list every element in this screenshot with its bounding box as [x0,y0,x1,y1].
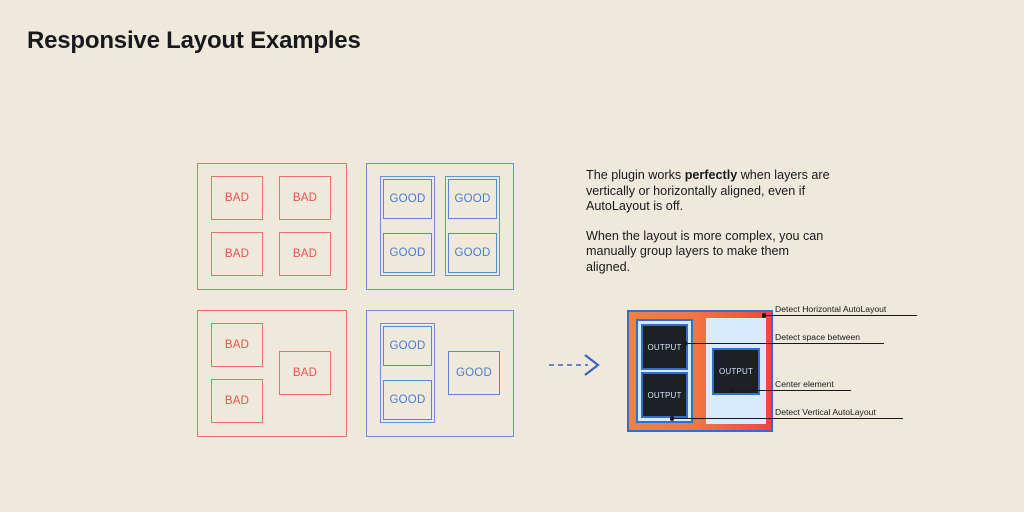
example-box: BAD [279,351,331,395]
example-box: GOOD [448,233,497,273]
paragraph-2: When the layout is more complex, you can… [586,228,824,274]
example-panel-good-complex: GOOD GOOD GOOD [366,310,514,437]
paragraph-1: The plugin works perfectly when layers a… [586,168,836,215]
annotation-anchor-dot [670,416,675,421]
annotation-leader [685,342,775,344]
example-panel-bad-complex: BAD BAD BAD [197,310,347,437]
annotation-underline [775,342,884,344]
annotation-leader [672,417,775,419]
output-box: OUTPUT [641,324,688,370]
group-outline [380,176,435,276]
annotation-label: Center element [775,379,834,389]
description-copy: The plugin works perfectly when layers a… [586,168,836,275]
arrow-right-dashed-icon [548,352,602,383]
paragraph-1-emphasis: perfectly [684,168,738,182]
paragraph-1-tail: when layers are vertically or horizontal… [586,168,830,213]
example-panel-good-grid-aligned: GOOD GOOD GOOD GOOD [366,163,514,290]
annotation-leader [731,389,775,391]
page-title: Responsive Layout Examples [27,27,361,54]
group-outline [445,176,500,276]
example-box: BAD [211,176,263,220]
annotation-detect-space-between: Detect space between [683,330,884,346]
annotation-anchor-dot [729,388,734,393]
example-box: BAD [211,323,263,367]
annotation-anchor-dot [762,313,767,318]
paragraph-1-lead: The plugin works [586,168,685,182]
annotation-detect-horizontal-autolayout: Detect Horizontal AutoLayout [762,302,917,318]
annotation-label: Detect Vertical AutoLayout [775,407,876,417]
example-box: GOOD [383,233,432,273]
annotation-detect-vertical-autolayout: Detect Vertical AutoLayout [670,405,903,421]
vertical-group-panel: OUTPUT OUTPUT [636,319,693,423]
annotation-center-element: Center element [729,377,851,393]
output-box: OUTPUT [712,347,760,395]
annotation-leader [764,314,775,316]
annotation-label: Detect space between [775,332,861,342]
group-outline [380,323,435,423]
example-box: GOOD [448,351,500,395]
example-box: BAD [279,232,331,276]
example-box: GOOD [383,179,432,219]
example-box: GOOD [383,380,432,420]
example-box: BAD [279,176,331,220]
centered-element-panel: OUTPUT [706,318,766,424]
annotation-anchor-dot [683,341,688,346]
annotation-underline [775,417,903,419]
annotation-underline [775,314,917,316]
example-panel-bad-grid-aligned: BAD BAD BAD BAD [197,163,347,290]
example-box: BAD [211,232,263,276]
output-diagram: OUTPUT OUTPUT OUTPUT [627,310,773,432]
annotation-underline [775,389,851,391]
example-box: GOOD [448,179,497,219]
output-box: OUTPUT [641,372,688,418]
output-diagram-inner: OUTPUT OUTPUT OUTPUT [636,318,766,424]
example-box: BAD [211,379,263,423]
annotation-label: Detect Horizontal AutoLayout [775,304,887,314]
example-box: GOOD [383,326,432,366]
